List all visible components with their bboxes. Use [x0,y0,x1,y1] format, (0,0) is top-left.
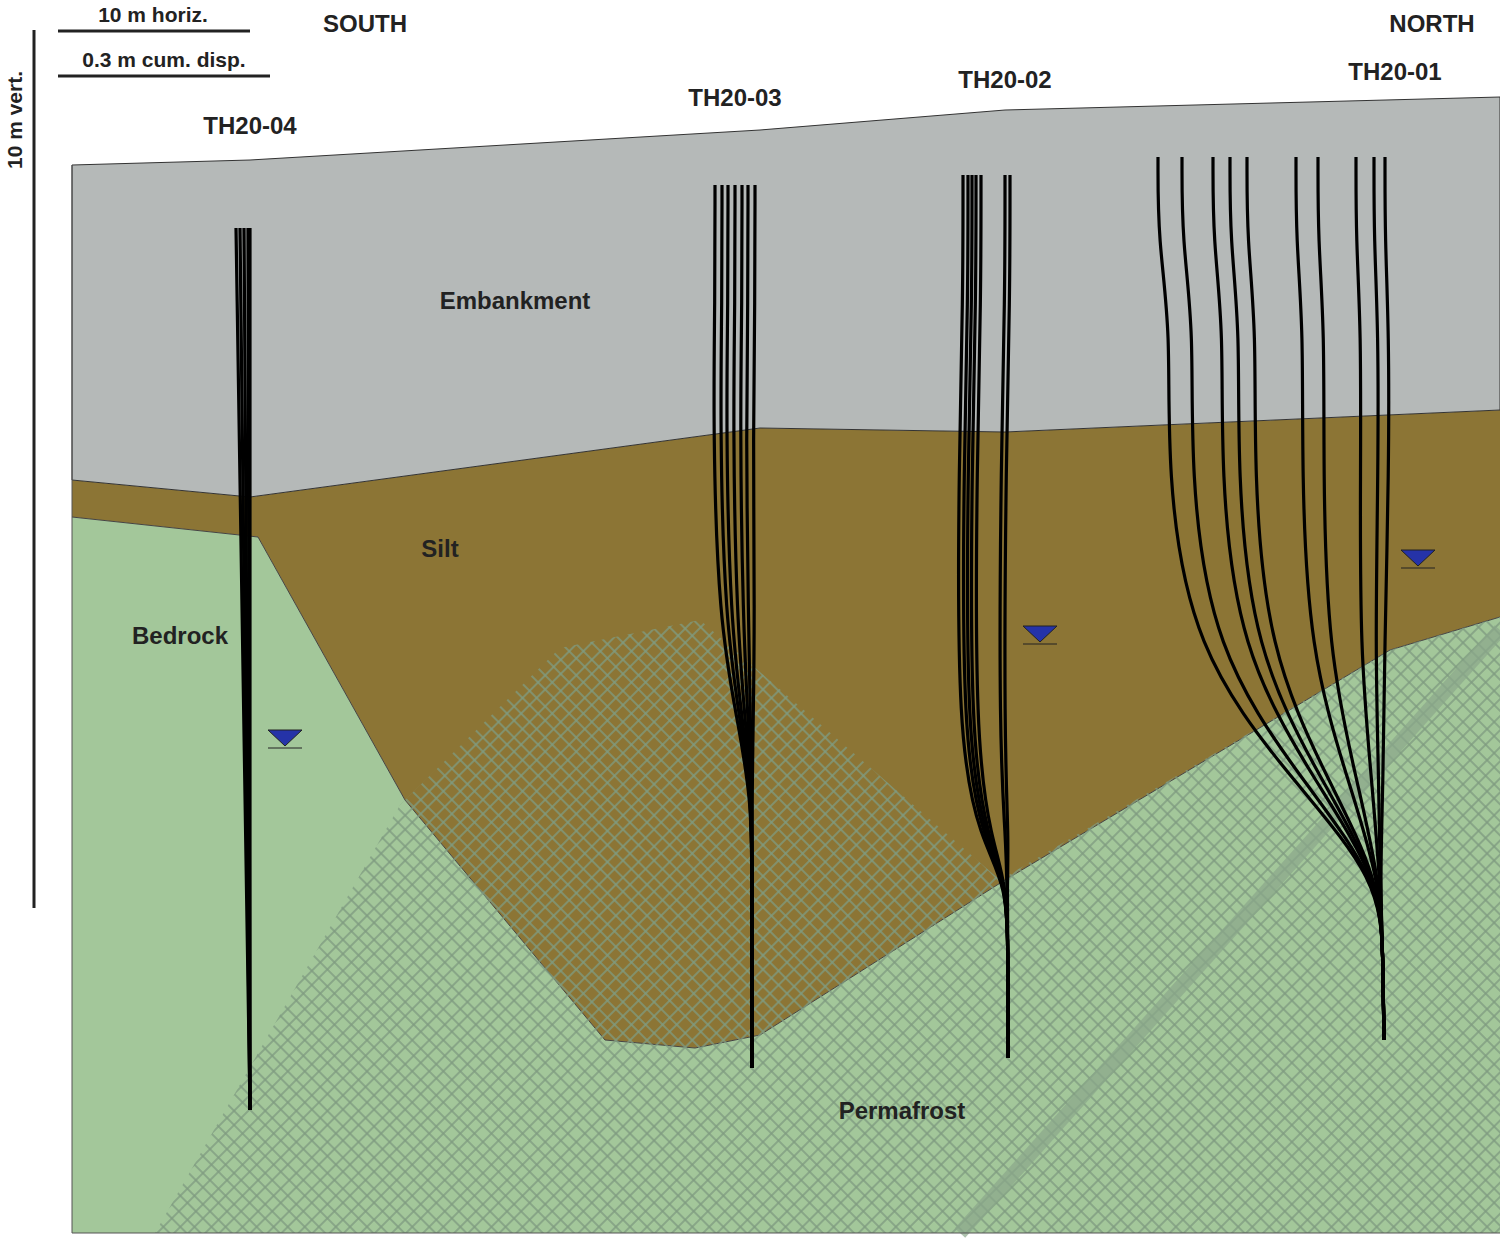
unit-label: Permafrost [839,1099,966,1123]
inclinometer-trace [244,228,250,1110]
inclinometer-trace [1318,157,1384,1040]
unit-label: Silt [421,537,458,561]
borehole-label: TH20-03 [688,86,781,110]
borehole-label: TH20-04 [203,114,296,138]
inclinometer-trace [1213,157,1384,1040]
permafrost-band [960,630,1500,1233]
inclinometer-trace [964,175,1008,1058]
direction-label: NORTH [1389,12,1474,36]
unit-label: Embankment [440,289,591,313]
inclinometer-trace [976,175,1008,1058]
frame-bottom [72,1233,1500,1234]
inclinometer-trace [721,185,752,1068]
inclinometer-trace [248,228,251,1110]
inclinometer-trace [752,185,755,1068]
frame [72,97,1500,1233]
inclinometer-trace [714,185,752,1068]
inclinometer-trace [1005,175,1010,1058]
inclinometer-profiles [236,157,1389,1110]
inclinometer-trace [1381,157,1389,1040]
inclinometer-trace [1158,157,1384,1040]
scale-label: 10 m vert. [4,71,25,169]
unit-label: Bedrock [132,624,228,648]
inclinometer-trace [959,175,1008,1058]
inclinometer-trace [967,175,1008,1058]
direction-label: SOUTH [323,12,407,36]
inclinometer-trace [1182,157,1384,1040]
inclinometer-trace [248,228,250,1110]
inclinometer-trace [734,185,752,1068]
borehole-label: TH20-01 [1348,60,1441,84]
inclinometer-trace [727,185,752,1068]
borehole-label: TH20-02 [958,68,1051,92]
scale-bar [58,75,270,78]
frame-left [72,165,73,1233]
scale-label: 10 m horiz. [98,4,208,25]
inclinometer-trace [1247,157,1384,1040]
inclinometer-trace [741,185,752,1068]
inclinometer-trace [971,175,1008,1058]
scale-label: 0.3 m cum. disp. [82,49,245,70]
scale-bar [58,30,250,33]
embankment-region [72,97,1500,497]
inclinometer-trace [1230,157,1384,1040]
scale-bar [33,30,36,908]
inclinometer-trace [240,228,250,1110]
inclinometer-trace [1296,157,1384,1040]
inclinometer-trace [236,228,250,1110]
